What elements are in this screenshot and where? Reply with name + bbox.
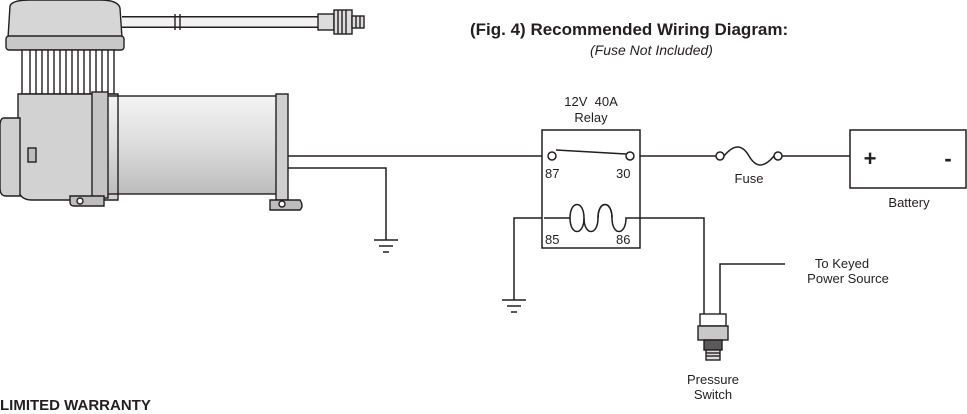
relay-name-label: Relay: [574, 110, 608, 125]
figure-subtitle: (Fuse Not Included): [590, 42, 713, 58]
motor-cylinder: [99, 95, 283, 195]
relay-pin-86-label: 86: [616, 232, 630, 247]
wiring: [288, 155, 850, 316]
wire-keyed-power: [719, 263, 785, 316]
wire-85-ground: [513, 217, 544, 300]
wire-compressor-ground: [288, 167, 387, 240]
relay-rating-label: 12V 40A: [564, 94, 618, 109]
relay-contact-30: [625, 151, 635, 161]
compressor-illustration: [0, 0, 365, 211]
compressor-head-band: [5, 35, 125, 51]
ground-symbol-compressor: [374, 239, 398, 253]
fan-cover: [0, 117, 21, 197]
motor-flange: [91, 91, 109, 199]
ground-symbol-relay: [502, 299, 526, 313]
mounting-foot-front: [69, 195, 105, 207]
battery-box: [849, 129, 967, 189]
fuse-symbol: [723, 146, 775, 166]
compressor-head: [7, 0, 123, 39]
relay-pin-85-label: 85: [545, 232, 559, 247]
relay-contact-87: [547, 151, 557, 161]
cooling-fins: [21, 49, 115, 95]
fuse-label: Fuse: [735, 171, 764, 186]
battery: + - Battery: [849, 129, 967, 210]
pressure-switch-line2: Switch: [694, 387, 732, 402]
battery-label: Battery: [888, 195, 930, 210]
relay-pin-87-label: 87: [545, 166, 559, 181]
mounting-bracket-rear: [275, 93, 289, 201]
keyed-power-line1: To Keyed: [815, 256, 869, 271]
battery-positive-terminal: +: [864, 146, 877, 171]
figure-title: (Fig. 4) Recommended Wiring Diagram:: [470, 20, 789, 39]
relay-box: [541, 129, 641, 249]
section-heading: LIMITED WARRANTY: [0, 397, 151, 414]
relay: 87 30 85 86 12V 40A Relay: [541, 94, 641, 249]
relay-switch-arm: [555, 149, 627, 155]
pressure-switch-line1: Pressure: [687, 372, 739, 387]
wire-86-to-switch: [640, 217, 705, 316]
keyed-power-line2: Power Source: [807, 271, 889, 286]
keyed-power-source: To Keyed Power Source: [807, 256, 889, 286]
battery-negative-terminal: -: [944, 146, 951, 171]
hose-fitting: [317, 9, 365, 35]
pressure-switch: Pressure Switch: [687, 313, 739, 402]
fuse: Fuse: [715, 146, 783, 186]
relay-pin-30-label: 30: [616, 166, 630, 181]
